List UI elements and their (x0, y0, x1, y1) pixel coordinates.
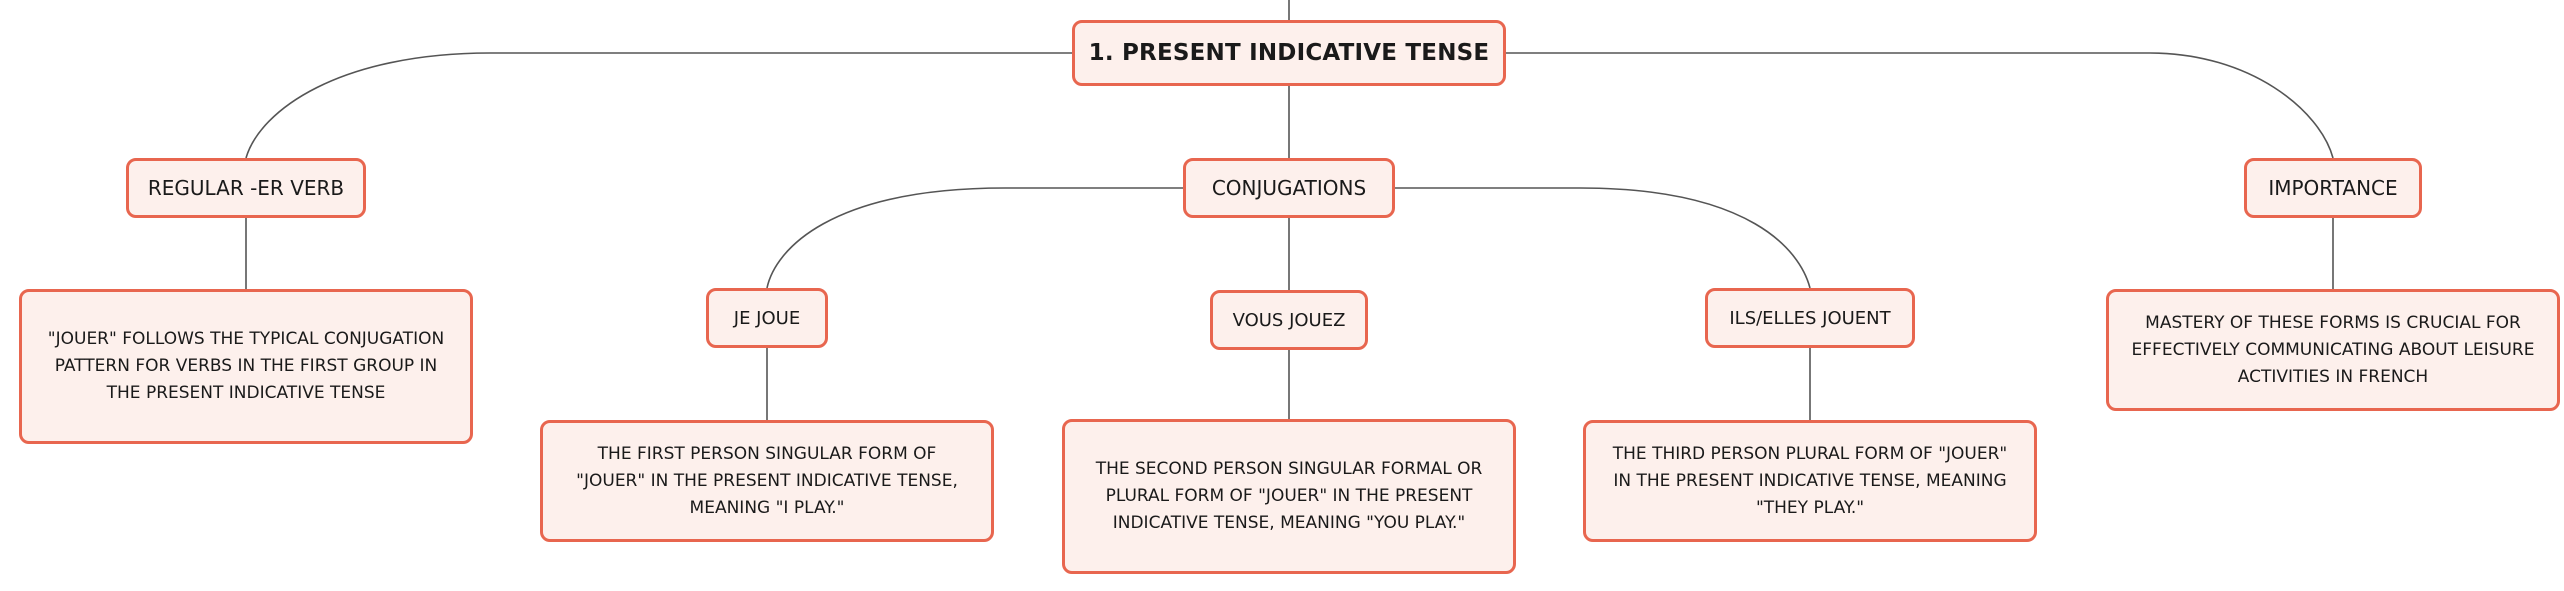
je-joue-description-node[interactable]: THE FIRST PERSON SINGULAR FORM OF "JOUER… (540, 420, 994, 542)
je-joue-node[interactable]: JE JOUE (706, 288, 828, 348)
regular-er-verb-description-node[interactable]: "JOUER" FOLLOWS THE TYPICAL CONJUGATION … (19, 289, 473, 444)
conjugations-label: CONJUGATIONS (1211, 176, 1367, 200)
je-joue-label: JE JOUE (733, 307, 801, 329)
root-node[interactable]: 1. PRESENT INDICATIVE TENSE (1072, 20, 1506, 86)
regular-er-verb-node[interactable]: REGULAR -ER VERB (126, 158, 366, 218)
je-joue-description: THE FIRST PERSON SINGULAR FORM OF "JOUER… (576, 443, 958, 518)
conjugations-node[interactable]: CONJUGATIONS (1183, 158, 1395, 218)
root-label: 1. PRESENT INDICATIVE TENSE (1088, 40, 1490, 66)
vous-jouez-description-node[interactable]: THE SECOND PERSON SINGULAR FORMAL OR PLU… (1062, 419, 1516, 574)
vous-jouez-node[interactable]: VOUS JOUEZ (1210, 290, 1368, 350)
connector-conj-to-ils (1395, 187, 1811, 289)
regular-er-verb-label: REGULAR -ER VERB (147, 176, 345, 200)
ils-elles-jouent-label: ILS/ELLES JOUENT (1729, 307, 1891, 329)
importance-label: IMPORTANCE (2268, 176, 2398, 200)
ils-elles-jouent-node[interactable]: ILS/ELLES JOUENT (1705, 288, 1915, 348)
connector-root-to-regular (245, 52, 1072, 159)
connector-root-to-importance (1506, 52, 2334, 159)
importance-description: MASTERY OF THESE FORMS IS CRUCIAL FOR EF… (2131, 312, 2535, 387)
connector-conj-to-je (766, 187, 1183, 289)
vous-jouez-label: VOUS JOUEZ (1232, 309, 1346, 331)
regular-er-verb-description: "JOUER" FOLLOWS THE TYPICAL CONJUGATION … (47, 329, 445, 403)
ils-elles-jouent-description-node[interactable]: THE THIRD PERSON PLURAL FORM OF "JOUER" … (1583, 420, 2037, 542)
vous-jouez-description: THE SECOND PERSON SINGULAR FORMAL OR PLU… (1095, 459, 1483, 533)
ils-elles-jouent-description: THE THIRD PERSON PLURAL FORM OF "JOUER" … (1612, 443, 2008, 518)
importance-description-node[interactable]: MASTERY OF THESE FORMS IS CRUCIAL FOR EF… (2106, 289, 2560, 411)
importance-node[interactable]: IMPORTANCE (2244, 158, 2422, 218)
